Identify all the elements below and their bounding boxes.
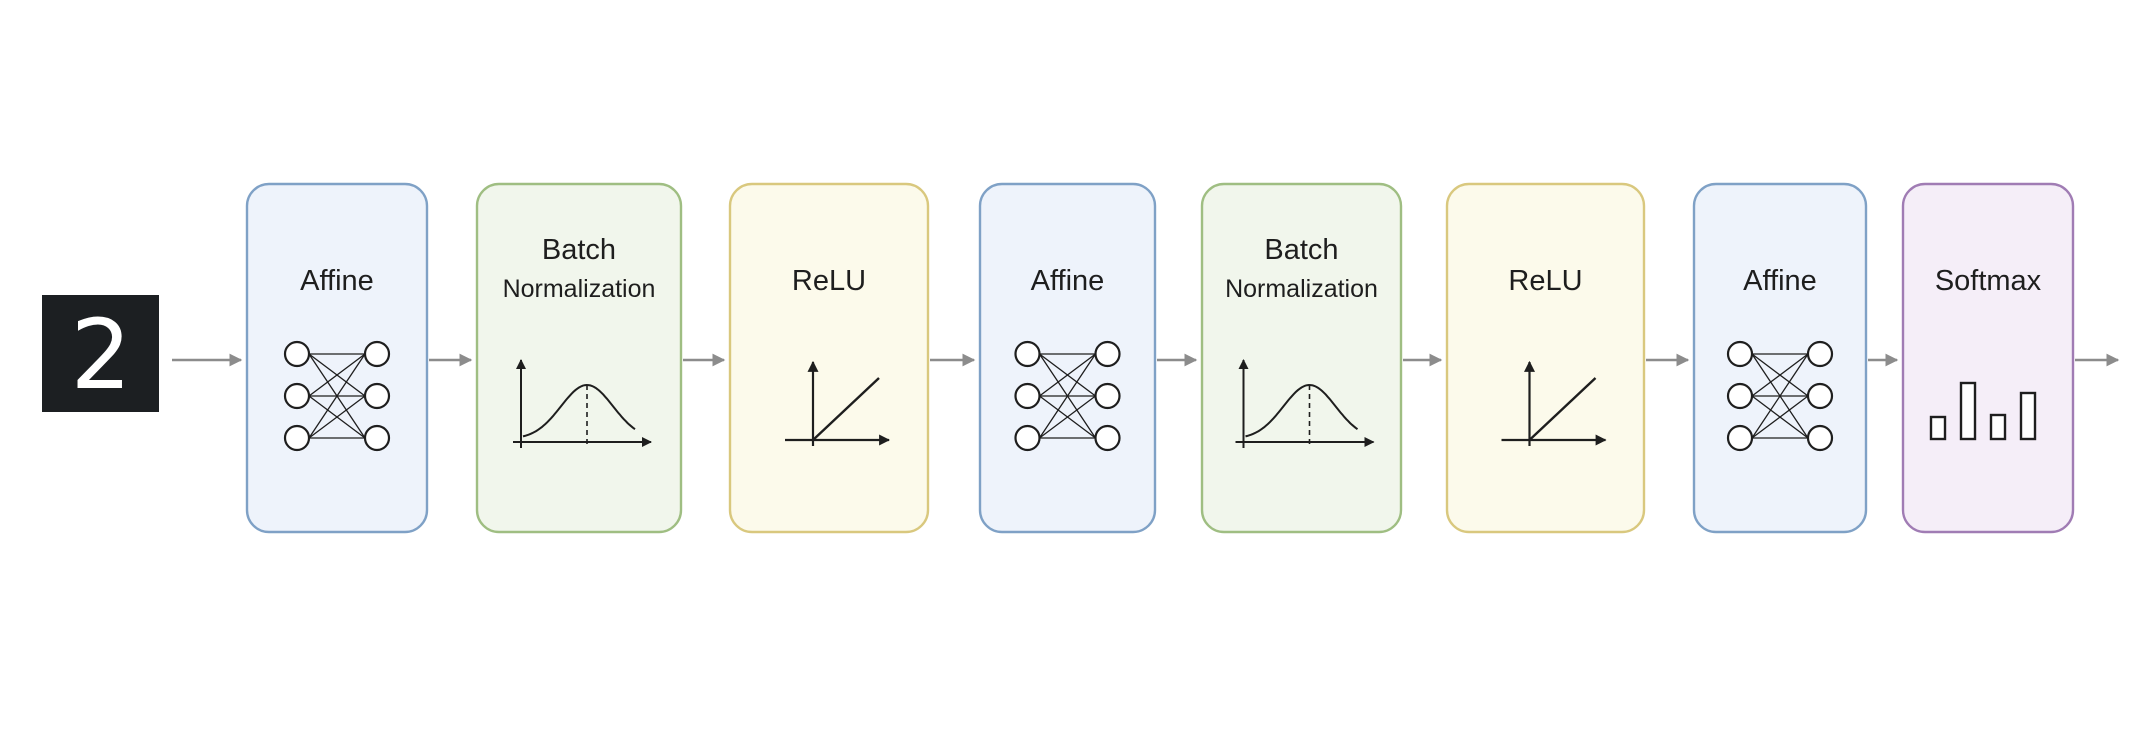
relu-graph-icon <box>785 360 891 446</box>
block-relu-2-label: ReLU <box>1508 265 1582 297</box>
block-batchnorm-2-label-line-1: Batch <box>1264 234 1338 266</box>
block-batchnorm-1-box <box>475 182 683 534</box>
block-relu-1-label: ReLU <box>792 265 866 297</box>
block-relu-2-box <box>1445 182 1646 534</box>
block-relu-1: ReLU <box>728 182 930 534</box>
block-affine-2-label: Affine <box>1031 265 1105 297</box>
input-image-background <box>42 295 159 412</box>
neural-network-icon <box>1014 340 1121 452</box>
block-batchnorm-1-label-line-2: Normalization <box>503 275 656 303</box>
neural-network-icon <box>1726 340 1834 452</box>
block-affine-2: Affine <box>978 182 1157 534</box>
block-softmax-box <box>1901 182 2075 534</box>
block-affine-3: Affine <box>1692 182 1868 534</box>
bell-curve-icon <box>513 359 652 448</box>
block-batchnorm-1-label-line-1: Batch <box>542 234 616 266</box>
block-softmax-label: Softmax <box>1935 265 2042 297</box>
block-affine-1: Affine <box>245 182 429 534</box>
bar-chart-icon <box>1929 381 2037 441</box>
block-affine-3-box <box>1692 182 1868 534</box>
block-softmax: Softmax <box>1901 182 2075 534</box>
block-affine-3-label: Affine <box>1743 265 1817 297</box>
block-affine-2-box <box>978 182 1157 534</box>
neural-network-icon <box>283 340 391 452</box>
input-image: 2 <box>42 295 159 412</box>
block-relu-2: ReLU <box>1445 182 1646 534</box>
input-digit: 2 <box>70 299 131 411</box>
relu-graph-icon <box>1501 360 1607 446</box>
block-affine-1-box <box>245 182 429 534</box>
bell-curve-icon <box>1235 359 1375 448</box>
block-relu-1-box <box>728 182 930 534</box>
block-affine-1-label: Affine <box>300 265 374 297</box>
block-batchnorm-2-label-line-2: Normalization <box>1225 275 1378 303</box>
block-batchnorm-2-box <box>1200 182 1403 534</box>
